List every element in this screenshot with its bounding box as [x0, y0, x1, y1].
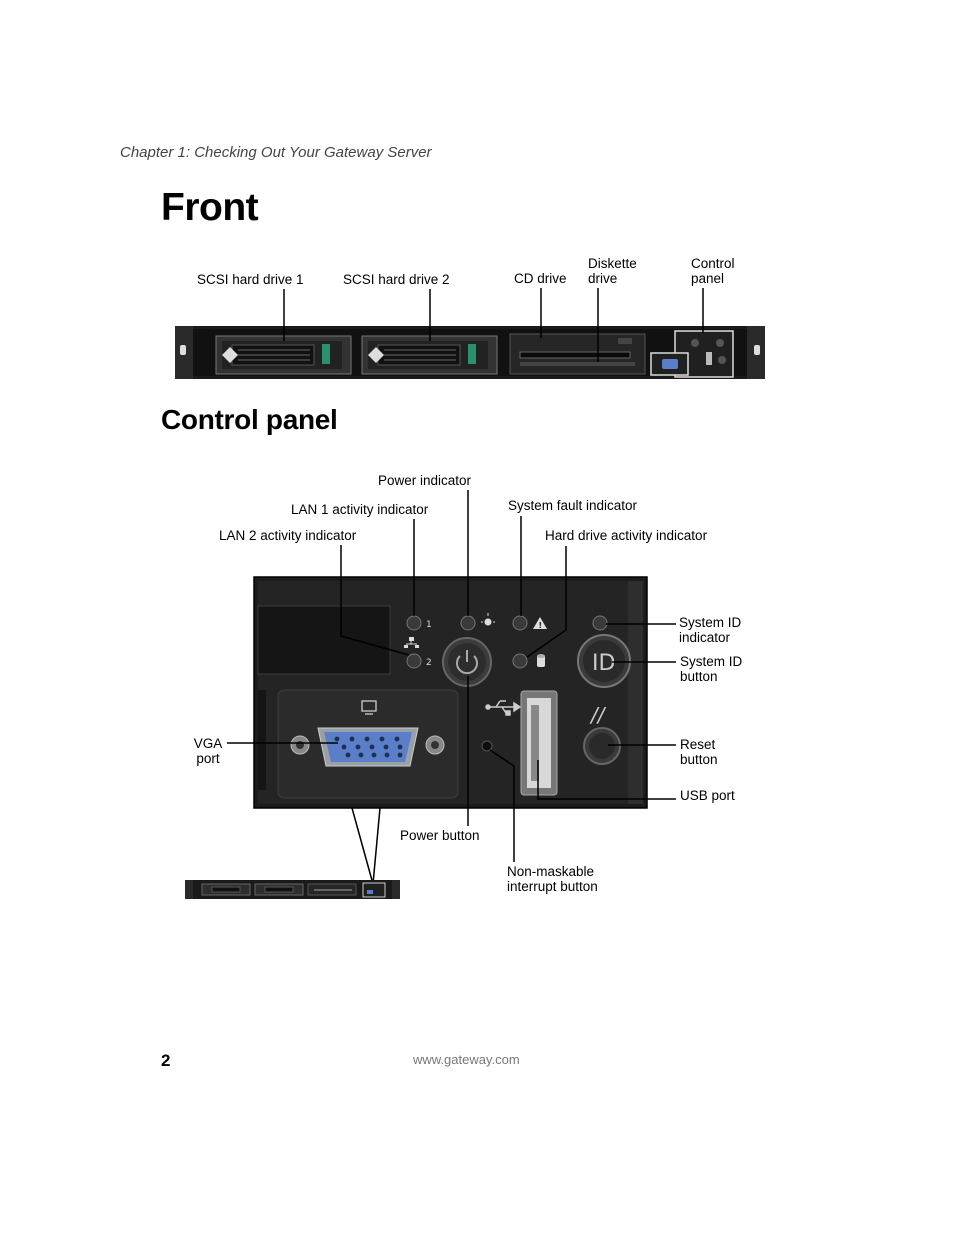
- scsi-drive-bay-1: [215, 335, 352, 375]
- vga-pin: [394, 736, 400, 742]
- label-cd-drive: CD drive: [514, 271, 567, 286]
- reset-button: [583, 727, 621, 765]
- section-title-control-panel: Control panel: [161, 404, 338, 435]
- vga-pin: [397, 744, 403, 750]
- vga-pin: [369, 744, 375, 750]
- vga-pin: [355, 744, 361, 750]
- label-system-fault: System fault indicator: [508, 498, 638, 513]
- usb-port: [520, 690, 558, 796]
- label-scsi-drive-2: SCSI hard drive 2: [343, 272, 450, 287]
- system-id-button: ID: [577, 634, 631, 688]
- warning-icon: [533, 617, 547, 629]
- label-power-indicator: Power indicator: [378, 473, 472, 488]
- nmi-button: [481, 740, 493, 752]
- chapter-header: Chapter 1: Checking Out Your Gateway Ser…: [120, 144, 432, 161]
- section-title-front: Front: [161, 186, 259, 229]
- usb-icon: [485, 700, 522, 716]
- vga-port: [290, 727, 445, 767]
- page-number: 2: [161, 1051, 171, 1070]
- monitor-icon: [361, 700, 377, 712]
- leader-lines: [227, 490, 676, 862]
- light-bulb-icon: [481, 613, 495, 626]
- vga-pin: [384, 752, 390, 758]
- lan2-led: [406, 653, 422, 669]
- vga-pin: [379, 736, 385, 742]
- label-lan2-activity: LAN 2 activity indicator: [219, 528, 357, 543]
- svg-text:!: !: [539, 621, 543, 630]
- vga-pin: [349, 736, 355, 742]
- footer-url: www.gateway.com: [413, 1052, 520, 1067]
- power-led: [460, 615, 476, 631]
- power-button: [442, 637, 492, 687]
- lan1-led: [406, 615, 422, 631]
- vga-pin: [397, 752, 403, 758]
- label-scsi-drive-1: SCSI hard drive 1: [197, 272, 304, 287]
- label-power-button: Power button: [400, 828, 480, 843]
- server-thumbnail: [185, 880, 400, 899]
- power-icon: [456, 655, 478, 675]
- lan1-number: 1: [426, 620, 432, 630]
- label-usb-port: USB port: [680, 788, 735, 803]
- network-icon: [404, 637, 419, 648]
- vga-pin: [334, 736, 340, 742]
- vga-pin: [345, 752, 351, 758]
- vga-pin: [341, 744, 347, 750]
- vga-pin: [383, 744, 389, 750]
- front-control-panel: [650, 330, 734, 378]
- hdd-activity-led: [512, 653, 528, 669]
- system-id-led: [592, 615, 608, 631]
- label-lan1-activity: LAN 1 activity indicator: [291, 502, 429, 517]
- cd-diskette-bay: [509, 333, 646, 375]
- label-hdd-activity: Hard drive activity indicator: [545, 528, 708, 543]
- reset-icon: //: [589, 703, 607, 727]
- vga-pin: [358, 752, 364, 758]
- vga-pin: [364, 736, 370, 742]
- vga-pin: [371, 752, 377, 758]
- scsi-drive-bay-2: [361, 335, 498, 375]
- system-fault-led: [512, 615, 528, 631]
- lan2-number: 2: [426, 658, 432, 668]
- hard-drive-icon: [537, 654, 545, 667]
- id-text: ID: [592, 651, 615, 676]
